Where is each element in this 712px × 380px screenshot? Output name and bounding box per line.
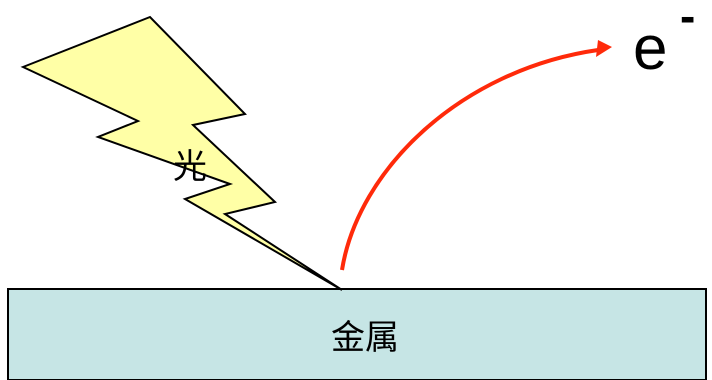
- electron-label: e: [633, 14, 667, 83]
- electron-arrowhead: [596, 40, 612, 57]
- electron-charge-superscript: -: [680, 0, 695, 42]
- light-label: 光: [173, 147, 207, 187]
- electron-trajectory-arrow: [340, 48, 599, 271]
- metal-label: 金属: [331, 318, 399, 358]
- metal-plate: [7, 288, 707, 380]
- lightning-bolt-light: [20, 15, 343, 291]
